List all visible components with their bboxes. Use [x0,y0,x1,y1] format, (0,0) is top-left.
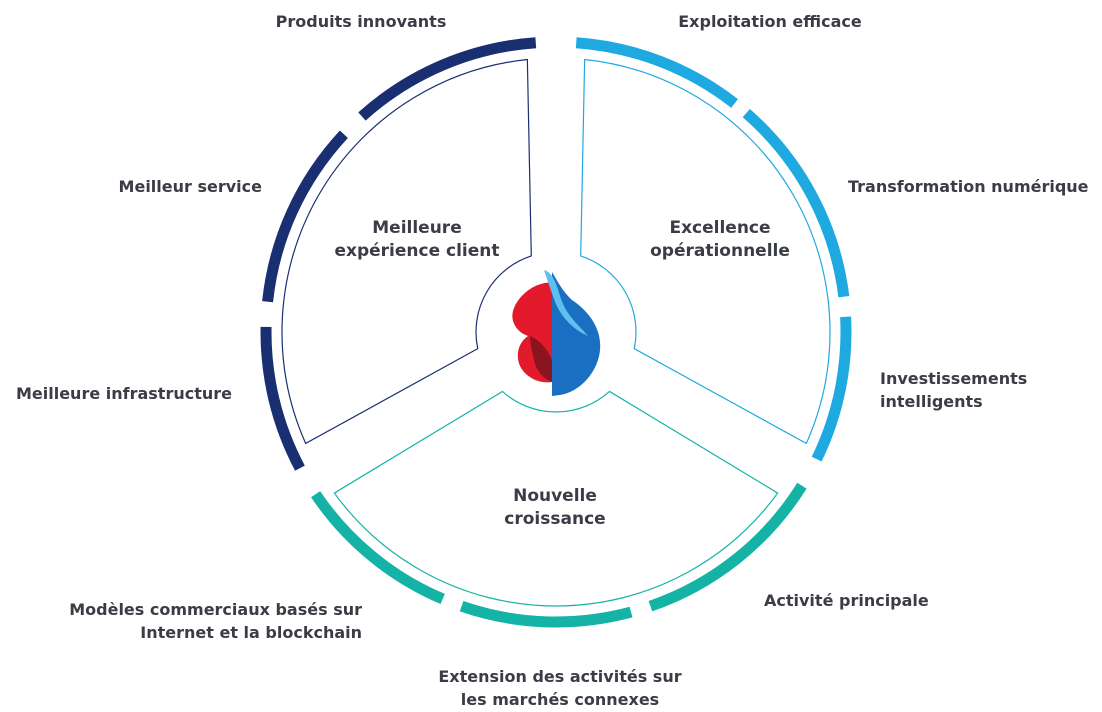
inner-sectors [281,58,831,607]
label-meilleure-infrastructure: Meilleure infrastructure [4,382,232,405]
arc-activite-principale [648,482,807,612]
swisscom-logo [512,270,601,396]
arc-transformation-numerique [742,108,850,298]
outer-ring [260,37,852,628]
label-activite-principale: Activité principale [764,589,984,612]
arc-meilleure-infrastructure [260,326,305,471]
arc-produits-innovants [358,37,537,121]
label-extension-activites: Extension des activités sur les marchés … [405,665,715,711]
label-line: Modèles commerciaux basés sur [69,600,362,619]
label-line: Investissements [880,369,1028,388]
label-modeles-commerciaux: Modèles commerciaux basés sur Internet e… [30,598,362,644]
sector-title-line: Meilleure [372,218,462,238]
arc-modeles-commerciaux [311,491,445,605]
label-meilleur-service: Meilleur service [40,175,262,198]
label-line: Activité principale [764,591,929,610]
label-line: Extension des activités sur [438,667,682,686]
label-investissements-intelligents: Investissements intelligents [880,367,1080,413]
arc-meilleur-service [262,130,348,303]
label-line: les marchés connexes [460,690,660,709]
label-line: Meilleure infrastructure [15,384,232,403]
sector-title-line: opérationnelle [650,241,790,261]
logo-blue-light [544,270,588,336]
sector-growth [333,390,779,607]
label-line: Internet et la blockchain [140,623,362,642]
sector-title-line: croissance [504,509,606,529]
arc-exploitation-efficace [575,37,738,108]
label-exploitation-efficace: Exploitation efficace [660,10,880,33]
label-line: Produits innovants [275,12,447,31]
sector-title-line: Nouvelle [513,486,597,506]
sector-title-customer: Meilleure expérience client [307,217,527,263]
arc-investissements-intelligents [811,316,852,462]
label-transformation-numerique: Transformation numérique [848,175,1098,198]
label-line: Exploitation efficace [678,12,862,31]
sector-operations [580,58,831,445]
sector-title-line: Excellence [669,218,771,238]
label-line: intelligents [880,392,983,411]
logo-blue-part [552,272,601,396]
label-produits-innovants: Produits innovants [256,10,466,33]
label-line: Meilleur service [118,177,262,196]
sector-title-growth: Nouvelle croissance [455,485,655,531]
label-line: Transformation numérique [848,177,1089,196]
sector-customer [281,58,532,445]
logo-red-dark [530,336,552,382]
sector-title-operations: Excellence opérationnelle [610,217,830,263]
arc-extension-activites [459,600,633,628]
sector-title-line: expérience client [334,241,500,261]
